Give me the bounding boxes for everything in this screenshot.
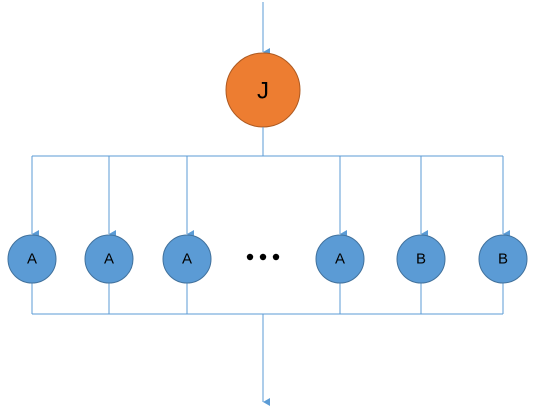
child-node-label: A bbox=[182, 251, 192, 268]
ellipsis bbox=[246, 253, 280, 261]
child-node-circle bbox=[396, 234, 446, 284]
child-node-circle bbox=[162, 234, 212, 284]
child-node-label: B bbox=[498, 251, 508, 268]
ellipsis-dot bbox=[246, 253, 254, 261]
top-node-label: J bbox=[257, 78, 269, 105]
child-node-circle bbox=[7, 234, 57, 284]
child-node-circle bbox=[315, 234, 365, 284]
child-node-label: A bbox=[104, 251, 114, 268]
ellipsis-dot bbox=[272, 253, 280, 261]
child-node-circle bbox=[84, 234, 134, 284]
child-node-label: B bbox=[416, 251, 426, 268]
child-node-label: A bbox=[27, 251, 37, 268]
top-node: J bbox=[225, 52, 301, 128]
child-node-circle bbox=[478, 234, 528, 284]
child-node-label: A bbox=[335, 251, 345, 268]
ellipsis-dot bbox=[259, 253, 267, 261]
